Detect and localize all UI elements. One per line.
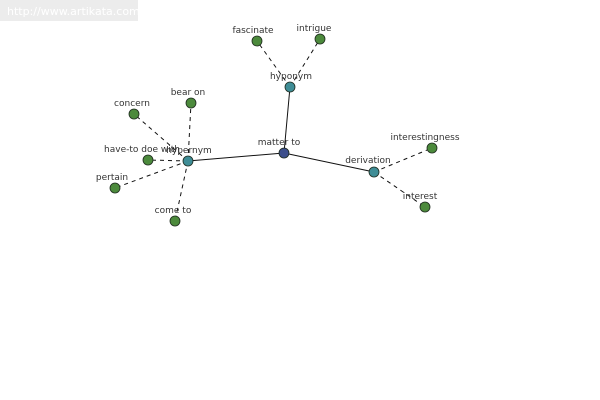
edge-hypernym-bear-on <box>187 102 192 162</box>
edge-hyponym-intrigue <box>289 38 321 88</box>
node-fascinate[interactable] <box>251 35 263 47</box>
node-bear-on[interactable] <box>185 97 197 109</box>
watermark-url: http://www.artikata.com <box>7 5 140 18</box>
node-label-hypernym: hypernym <box>166 146 212 156</box>
node-have-to-doe-with[interactable] <box>142 154 154 166</box>
edge-hypernym-come-to <box>174 160 189 222</box>
node-label-fascinate: fascinate <box>232 26 274 36</box>
edge-matter-to-derivation <box>283 152 375 173</box>
edge-hypernym-concern <box>133 113 189 162</box>
edges-layer <box>114 38 433 222</box>
node-label-bear-on: bear on <box>171 88 206 98</box>
node-interestingness[interactable] <box>426 142 438 154</box>
node-interest[interactable] <box>419 201 431 213</box>
node-label-matter-to: matter to <box>258 138 301 148</box>
edge-hypernym-pertain <box>114 160 189 189</box>
edge-matter-to-hyponym <box>283 86 291 154</box>
edge-derivation-interest <box>373 171 426 208</box>
node-derivation[interactable] <box>368 166 380 178</box>
edge-hyponym-fascinate <box>256 40 291 88</box>
node-label-interest: interest <box>403 192 438 202</box>
node-label-interestingness: interestingness <box>390 133 459 143</box>
node-label-hyponym: hyponym <box>270 72 312 82</box>
node-label-have-to-doe-with: have-to doe with <box>104 145 180 155</box>
node-intrigue[interactable] <box>314 33 326 45</box>
node-hyponym[interactable] <box>284 81 296 93</box>
node-come-to[interactable] <box>169 215 181 227</box>
node-concern[interactable] <box>128 108 140 120</box>
node-label-come-to: come to <box>155 206 192 216</box>
node-matter-to[interactable] <box>278 147 290 159</box>
node-hypernym[interactable] <box>182 155 194 167</box>
watermark-banner: http://www.artikata.com <box>0 0 140 21</box>
nodes-layer <box>109 33 438 227</box>
node-label-derivation: derivation <box>345 156 391 166</box>
labels-layer: matter to hyponym hypernym derivation fascin… <box>96 24 460 216</box>
node-label-intrigue: intrigue <box>297 24 332 34</box>
edge-hypernym-have-to-doe-with <box>147 159 189 162</box>
node-label-pertain: pertain <box>96 173 128 183</box>
node-pertain[interactable] <box>109 182 121 194</box>
edge-derivation-interestingness <box>373 147 433 173</box>
edge-matter-to-hypernym <box>187 152 285 162</box>
node-label-concern: concern <box>114 99 150 109</box>
